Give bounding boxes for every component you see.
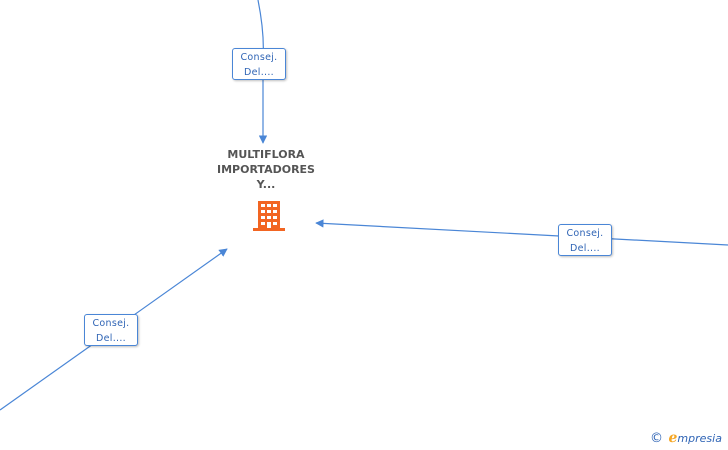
edge-label-bottom-left[interactable]: Consej. Del.... [84, 314, 138, 346]
company-title-line-3: Y... [256, 178, 276, 191]
copyright-icon: © [650, 431, 663, 446]
edge-label-line1: Consej. [92, 318, 130, 329]
edge-label-right[interactable]: Consej. Del.... [558, 224, 612, 256]
company-title-line-1: MULTIFLORA [227, 148, 305, 161]
company-node-title[interactable]: MULTIFLORA IMPORTADORES Y... [196, 147, 336, 192]
empresia-logo-e: ℯ [668, 430, 678, 446]
edge-label-top[interactable]: Consej. Del.... [232, 48, 286, 80]
edge-label-line1: Consej. [240, 52, 278, 63]
empresia-watermark: © ℯmpresia [650, 430, 722, 446]
empresia-logo-text: mpresia [677, 432, 722, 445]
edge-label-line1: Consej. [566, 228, 604, 239]
edge-label-line2: Del.... [570, 243, 600, 254]
company-title-line-2: IMPORTADORES [217, 163, 315, 176]
edge-label-line2: Del.... [96, 333, 126, 344]
building-icon[interactable] [252, 199, 286, 233]
edge-label-line2: Del.... [244, 67, 274, 78]
edge-line-right [315, 219, 728, 246]
